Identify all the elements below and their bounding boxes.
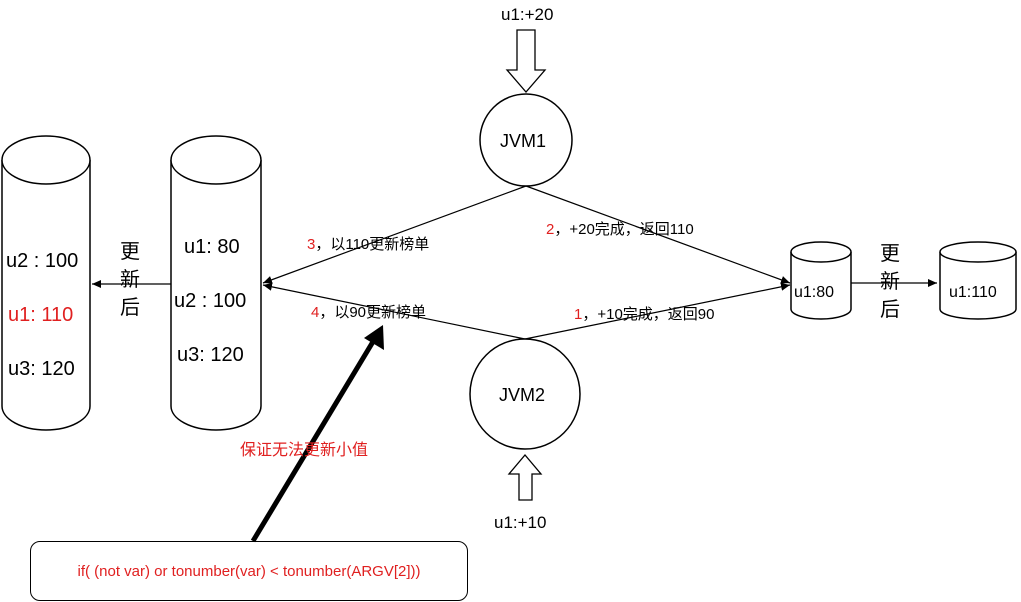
jvm2-label: JVM2 <box>499 385 546 405</box>
updated-label-left: 更 新 后 <box>118 238 142 322</box>
jvm1-to-store-arrow <box>262 185 527 284</box>
redis-after-cylinder <box>939 241 1017 320</box>
step4-label: 4，以90更新榜单 <box>311 301 426 322</box>
step1-label: 1，+10完成，返回90 <box>574 303 714 324</box>
step3-text: ，以110更新榜单 <box>315 236 430 253</box>
bottom-input-label: u1:+10 <box>494 513 547 532</box>
updated-char: 新 <box>120 269 140 291</box>
top-input-label: u1:+20 <box>501 5 554 24</box>
left-store-item: u3: 120 <box>8 358 75 380</box>
step2-text: ，+20完成，返回110 <box>554 221 694 238</box>
input-down-arrow <box>505 29 547 93</box>
redis-before-cylinder <box>790 241 852 320</box>
mid-store-item: u2 : 100 <box>174 290 247 312</box>
updated-char: 更 <box>120 241 140 263</box>
input-up-arrow <box>507 453 543 501</box>
left-store-item-highlight: u1: 110 <box>8 304 74 326</box>
step4-text: ，以90更新榜单 <box>319 304 427 321</box>
step2-number: 2 <box>546 221 555 238</box>
updated-char: 更 <box>880 243 900 265</box>
step2-label: 2，+20完成，返回110 <box>546 218 694 239</box>
guarantee-note: 保证无法更新小值 <box>240 442 369 459</box>
code-condition-box: if( (not var) or tonumber(var) < tonumbe… <box>30 541 468 601</box>
redis-after-label: u1:110 <box>949 284 997 301</box>
guarantee-arrow <box>250 338 377 543</box>
mid-store-item: u3: 120 <box>177 344 244 366</box>
jvm1-label: JVM1 <box>500 131 547 151</box>
mid-store-item: u1: 80 <box>184 236 240 258</box>
jvm1-to-redis-arrow <box>525 185 791 284</box>
updated-char: 后 <box>880 299 900 321</box>
left-store-cylinder <box>1 135 91 431</box>
step1-number: 1 <box>574 306 583 323</box>
guarantee-arrow-head <box>364 325 384 350</box>
step3-label: 3，以110更新榜单 <box>307 233 429 254</box>
code-condition-text: if( (not var) or tonumber(var) < tonumbe… <box>77 562 421 580</box>
updated-char: 新 <box>880 271 900 293</box>
step4-number: 4 <box>311 304 320 321</box>
redis-before-label: u1:80 <box>794 284 835 301</box>
step1-text: ，+10完成，返回90 <box>582 306 715 323</box>
updated-label-right: 更 新 后 <box>878 240 902 324</box>
step3-number: 3 <box>307 236 316 253</box>
jvm2-to-redis-arrow <box>524 282 791 340</box>
jvm2-to-store-arrow <box>262 282 526 340</box>
left-store-item: u2 : 100 <box>6 250 79 272</box>
updated-char: 后 <box>120 297 140 319</box>
mid-store-cylinder <box>170 135 262 431</box>
